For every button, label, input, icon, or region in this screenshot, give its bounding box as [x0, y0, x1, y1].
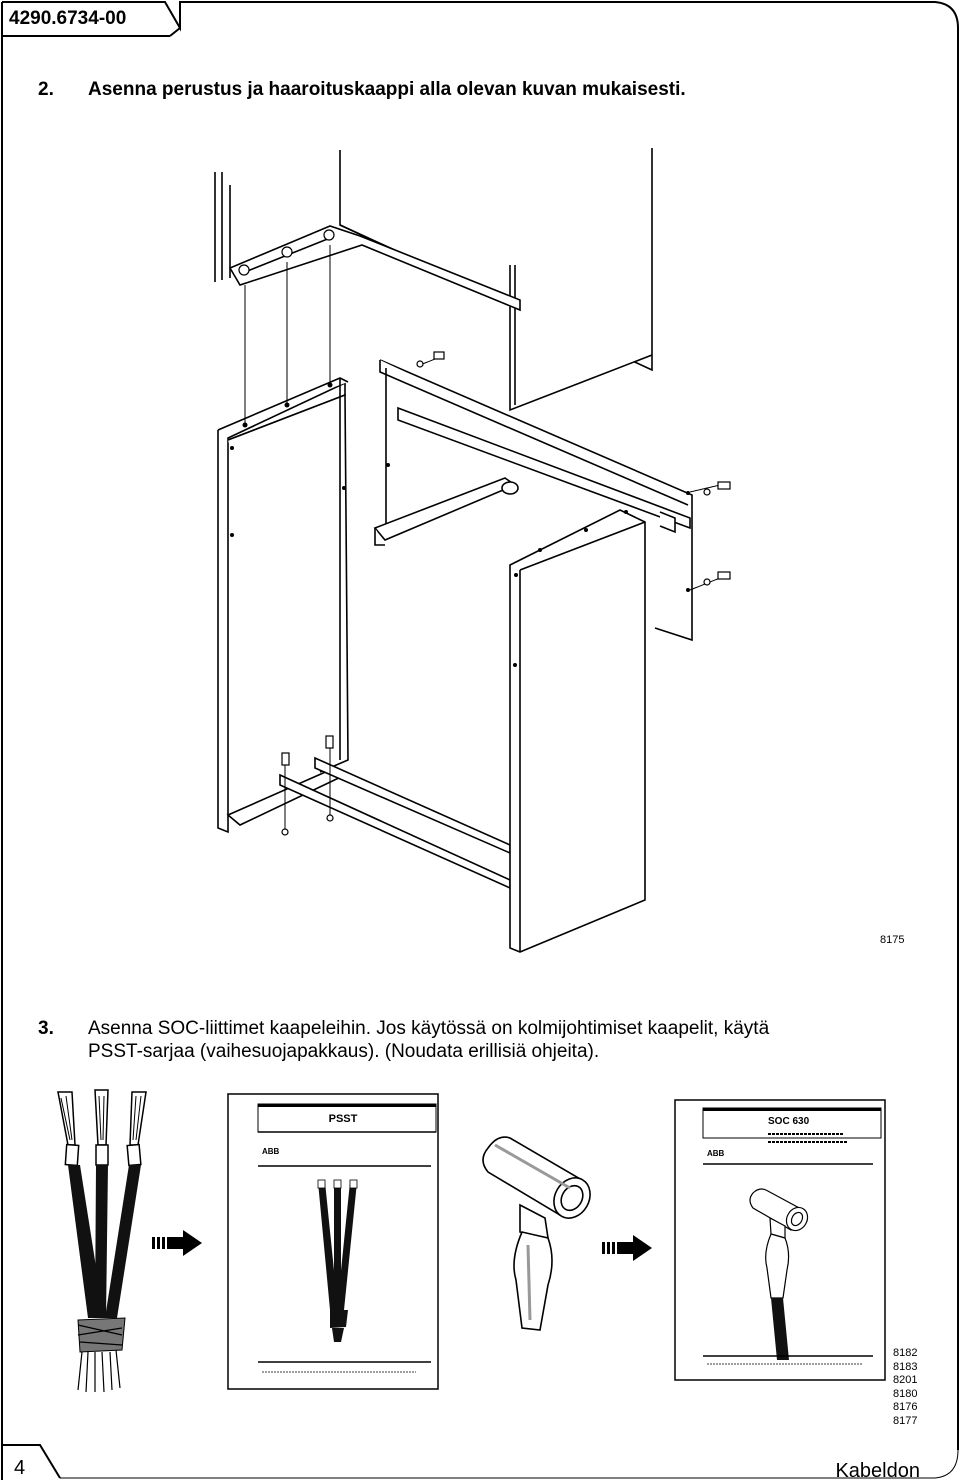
step-2-number: 2. [38, 79, 54, 100]
pssst-instruction-booklet: PSST ABB [227, 1093, 439, 1390]
soc-instruction-booklet: SOC 630 ABB [674, 1099, 886, 1381]
figure-code: 8177 [893, 1414, 918, 1427]
t-connector-figure [482, 1136, 591, 1331]
figure-2-codes: 8182 8183 8201 8180 8176 8177 [893, 1347, 917, 1428]
brand-name: Kabeldon [835, 1460, 920, 1482]
step-3-line-2: PSST-sarjaa (vaihesuojapakkaus). (Noudat… [88, 1041, 600, 1062]
figure-code: 8183 [893, 1360, 918, 1373]
step-3: 3. Asenna SOC-liittimet kaapeleihin. Jos … [38, 1017, 918, 1063]
figure-1-code: 8175 [880, 934, 905, 946]
booklet-pssst-title: PSST [329, 1113, 358, 1125]
svg-text:ABB: ABB [262, 1147, 280, 1156]
arrow-right-icon [602, 1235, 652, 1261]
step-2: 2. Asenna perustus ja haaroituskaappi all… [38, 78, 686, 101]
step-2-text: Asenna perustus ja haaroituskaappi alla … [88, 79, 686, 100]
document-id: 4290.6734-00 [9, 8, 127, 29]
step-3-line-1: Asenna SOC-liittimet kaapeleihin. Jos kä… [88, 1018, 770, 1039]
step-3-number: 3. [38, 1018, 54, 1039]
svg-text:ABB: ABB [707, 1149, 725, 1158]
page-number: 4 [14, 1457, 26, 1479]
figure-code: 8201 [893, 1374, 918, 1386]
cabinet-assembly-figure [214, 148, 731, 953]
figure-code: 8180 [893, 1387, 918, 1400]
figure-code: 8176 [893, 1401, 918, 1413]
booklet-soc-title: SOC 630 [768, 1116, 810, 1127]
arrow-right-icon [152, 1230, 202, 1256]
three-core-cable-figure [57, 1089, 147, 1393]
figure-code: 8182 [893, 1347, 918, 1359]
